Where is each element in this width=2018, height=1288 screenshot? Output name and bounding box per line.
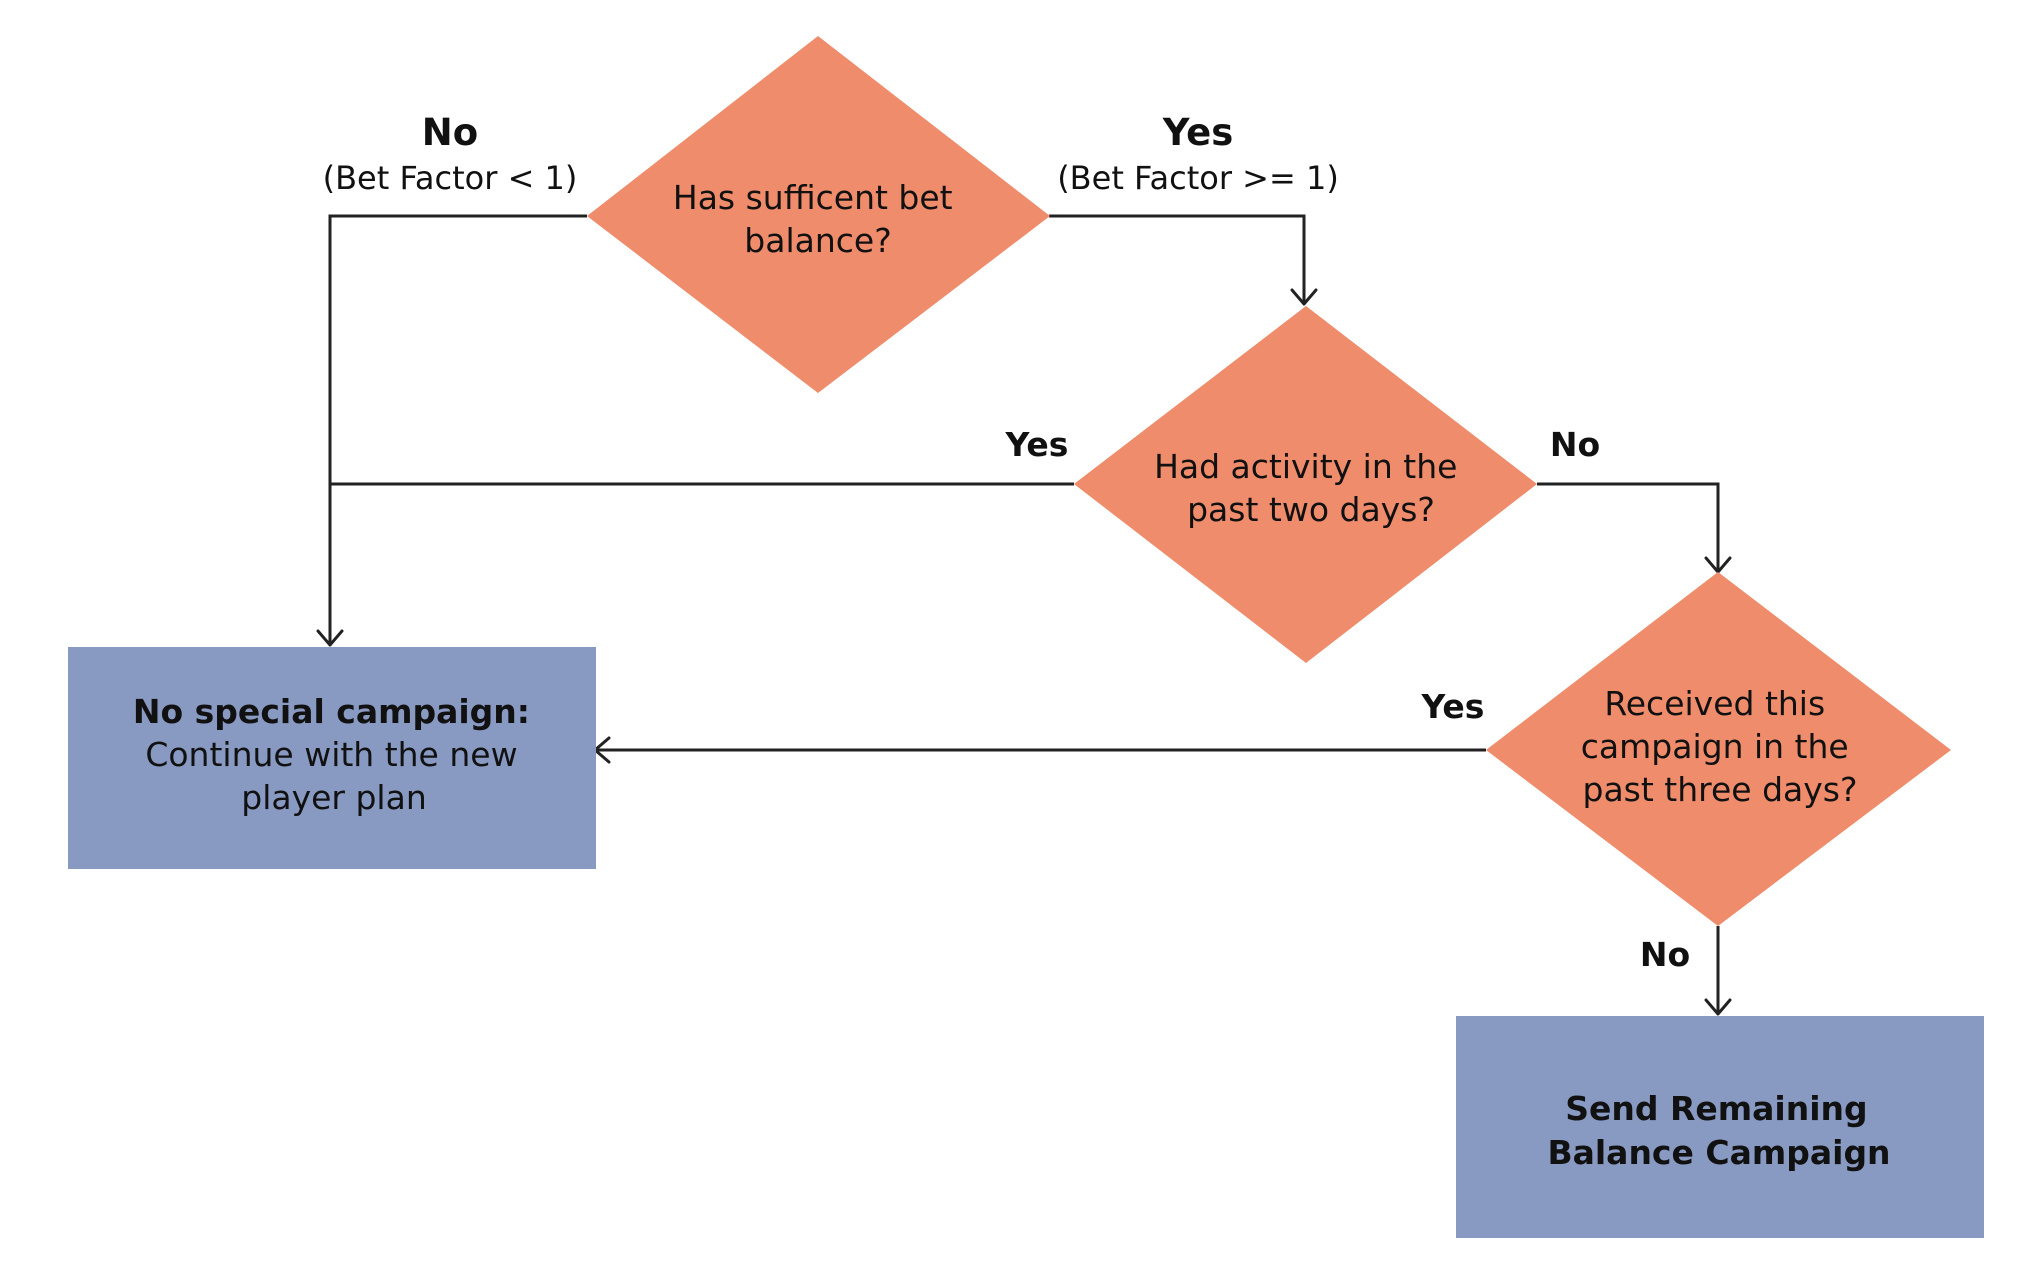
terminal-no-special-campaign-title: No special campaign: (133, 692, 530, 731)
edge-d1-no (328, 214, 587, 643)
decision-bet-balance-text: Has sufficent bet balance? (673, 178, 963, 260)
decision-bet-balance (587, 36, 1050, 393)
edge-label-d1-yes: Yes (1162, 111, 1234, 154)
terminal-no-special-campaign-line-1: Continue with the new (145, 735, 517, 774)
terminal-no-special-campaign (68, 647, 596, 869)
edge-label-d3-no: No (1640, 935, 1690, 974)
edge-d2-no (1537, 482, 1720, 570)
edge-label-d3-yes: Yes (1421, 687, 1485, 726)
decision-received-campaign (1486, 572, 1951, 926)
decision-activity-line-1: Had activity in the (1154, 447, 1457, 486)
decision-received-campaign-line-3: past three days? (1583, 770, 1858, 809)
edge-label-d2-no: No (1550, 425, 1600, 464)
terminal-send-remaining-balance-line-1: Send Remaining (1565, 1089, 1867, 1128)
edge-label-d1-yes-condition: (Bet Factor >= 1) (1057, 159, 1339, 197)
terminal-no-special-campaign-line-2: player plan (241, 778, 426, 817)
edge-label-d1-no-condition: (Bet Factor < 1) (323, 159, 578, 197)
arrowhead-d3-no (1704, 998, 1732, 1016)
decision-bet-balance-line-2: balance? (744, 221, 891, 260)
decision-activity-line-2: past two days? (1187, 490, 1435, 529)
terminal-send-remaining-balance-text: Send Remaining Balance Campaign (1547, 1089, 1890, 1172)
edge-d1-yes (1049, 214, 1306, 302)
terminal-send-remaining-balance-line-2: Balance Campaign (1547, 1133, 1890, 1172)
connectors (328, 214, 1720, 1012)
edge-label-d2-yes: Yes (1005, 425, 1069, 464)
decision-received-campaign-line-2: campaign in the (1581, 727, 1849, 766)
decision-activity (1074, 306, 1537, 663)
decision-bet-balance-line-1: Has sufficent bet (673, 178, 953, 217)
edge-label-d1-no: No (422, 111, 478, 154)
terminal-no-special-campaign-text: No special campaign: Continue with the n… (133, 692, 535, 817)
decision-received-campaign-line-1: Received this (1604, 684, 1825, 723)
arrowhead-d1-no (316, 629, 344, 647)
decision-activity-text: Had activity in the past two days? (1154, 447, 1468, 529)
terminal-send-remaining-balance (1456, 1016, 1984, 1238)
arrowhead-d1-yes (1290, 288, 1318, 306)
decision-received-campaign-text: Received this campaign in the past three… (1581, 684, 1859, 809)
